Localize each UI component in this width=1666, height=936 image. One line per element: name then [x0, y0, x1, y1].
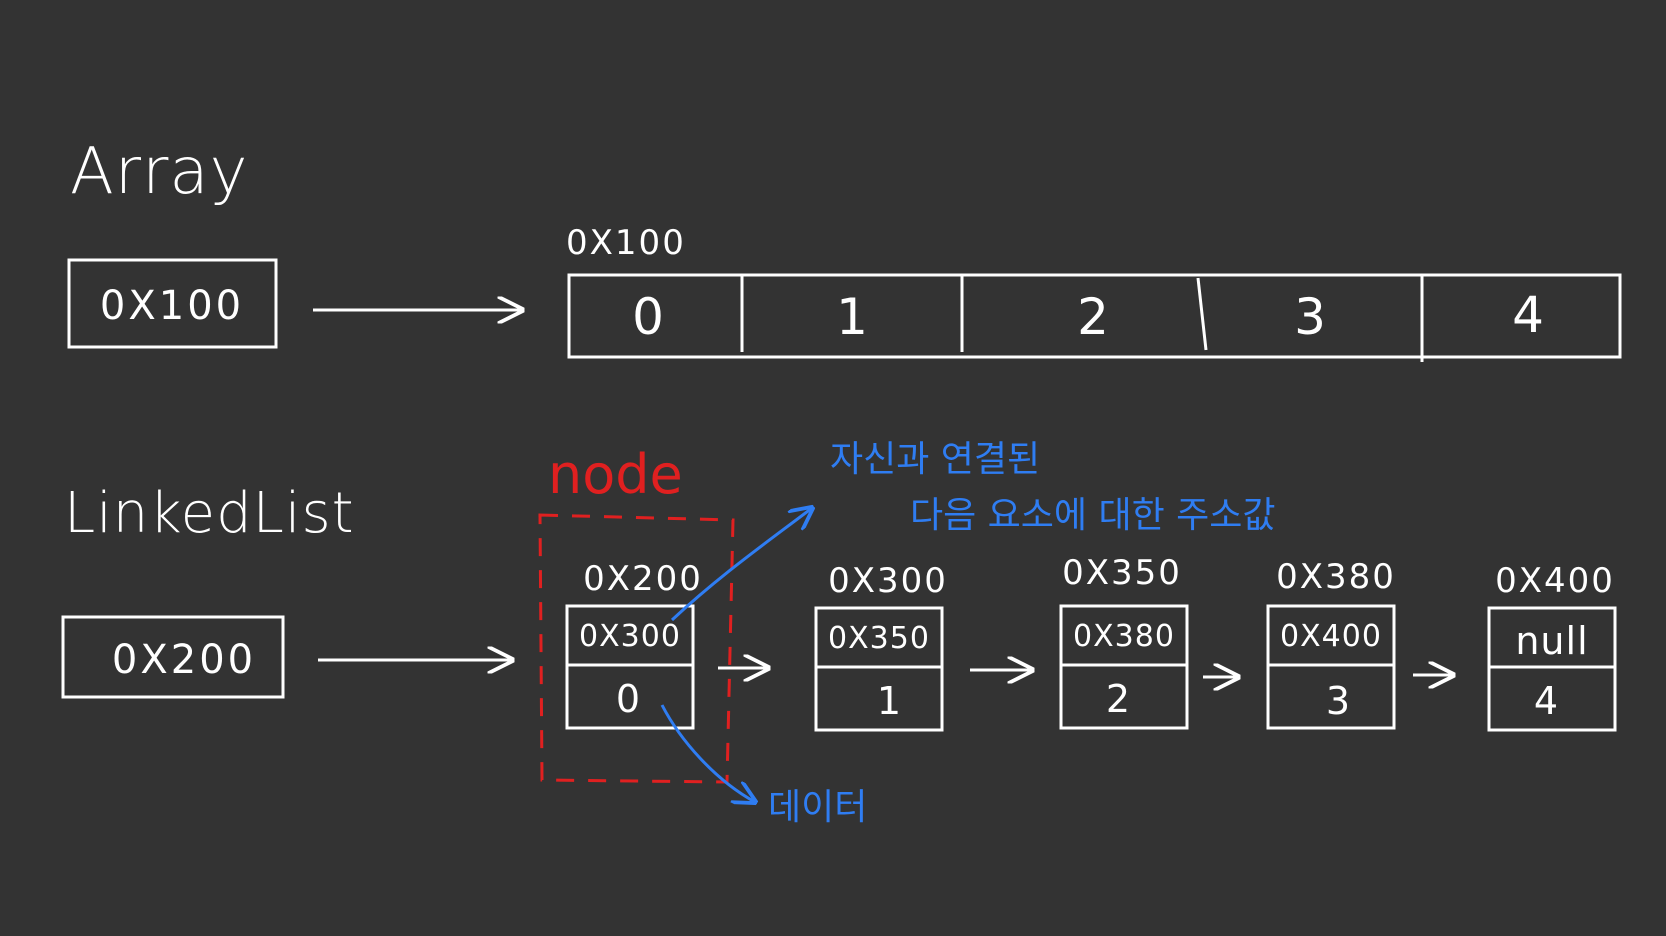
array-cells-box	[567, 273, 1622, 359]
node-1-next: 0X350	[828, 621, 930, 656]
node-3-next: 0X400	[1280, 619, 1382, 654]
array-cell-0: 0	[632, 288, 664, 346]
next-annotation-arrow	[670, 508, 812, 622]
node-3-data: 3	[1325, 679, 1351, 723]
node-2-data: 2	[1105, 677, 1131, 721]
node-0	[565, 604, 695, 730]
array-pointer-box	[67, 258, 278, 349]
annotation-data: 데이터	[768, 787, 868, 828]
array-title: Array	[70, 135, 249, 209]
array-start-address: 0X100	[566, 223, 686, 263]
node-0-address: 0X200	[583, 559, 703, 599]
array-pointer-value: 0X100	[99, 283, 245, 329]
node-4	[1487, 606, 1617, 732]
node-1	[814, 606, 944, 732]
node-2	[1059, 604, 1189, 730]
node-0-data: 0	[615, 677, 641, 721]
node-4-data: 4	[1533, 679, 1559, 723]
annotation-next-line-1: 자신과 연결된	[830, 439, 1041, 480]
list-pointer-box	[61, 615, 285, 699]
list-pointer-value: 0X200	[111, 637, 257, 683]
node-4-next: null	[1515, 619, 1589, 663]
node-3-address: 0X380	[1276, 557, 1396, 597]
data-annotation-arrow	[660, 704, 755, 802]
array-cell-3: 3	[1294, 288, 1326, 346]
node-label: node	[548, 443, 683, 506]
node-0-next: 0X300	[579, 619, 681, 654]
array-cell-1: 1	[836, 288, 868, 346]
node-1-data: 1	[876, 679, 902, 723]
node-2-address: 0X350	[1062, 553, 1182, 593]
linked-list-title: LinkedList	[64, 481, 355, 546]
annotation-next-line-2: 다음 요소에 대한 주소값	[910, 495, 1276, 536]
node-2-next: 0X380	[1073, 619, 1175, 654]
array-divider-3	[1196, 277, 1208, 351]
node-1-address: 0X300	[828, 561, 948, 601]
array-cell-4: 4	[1512, 286, 1544, 344]
array-cell-2: 2	[1077, 288, 1109, 346]
node-3	[1266, 604, 1396, 730]
node-4-address: 0X400	[1495, 561, 1615, 601]
